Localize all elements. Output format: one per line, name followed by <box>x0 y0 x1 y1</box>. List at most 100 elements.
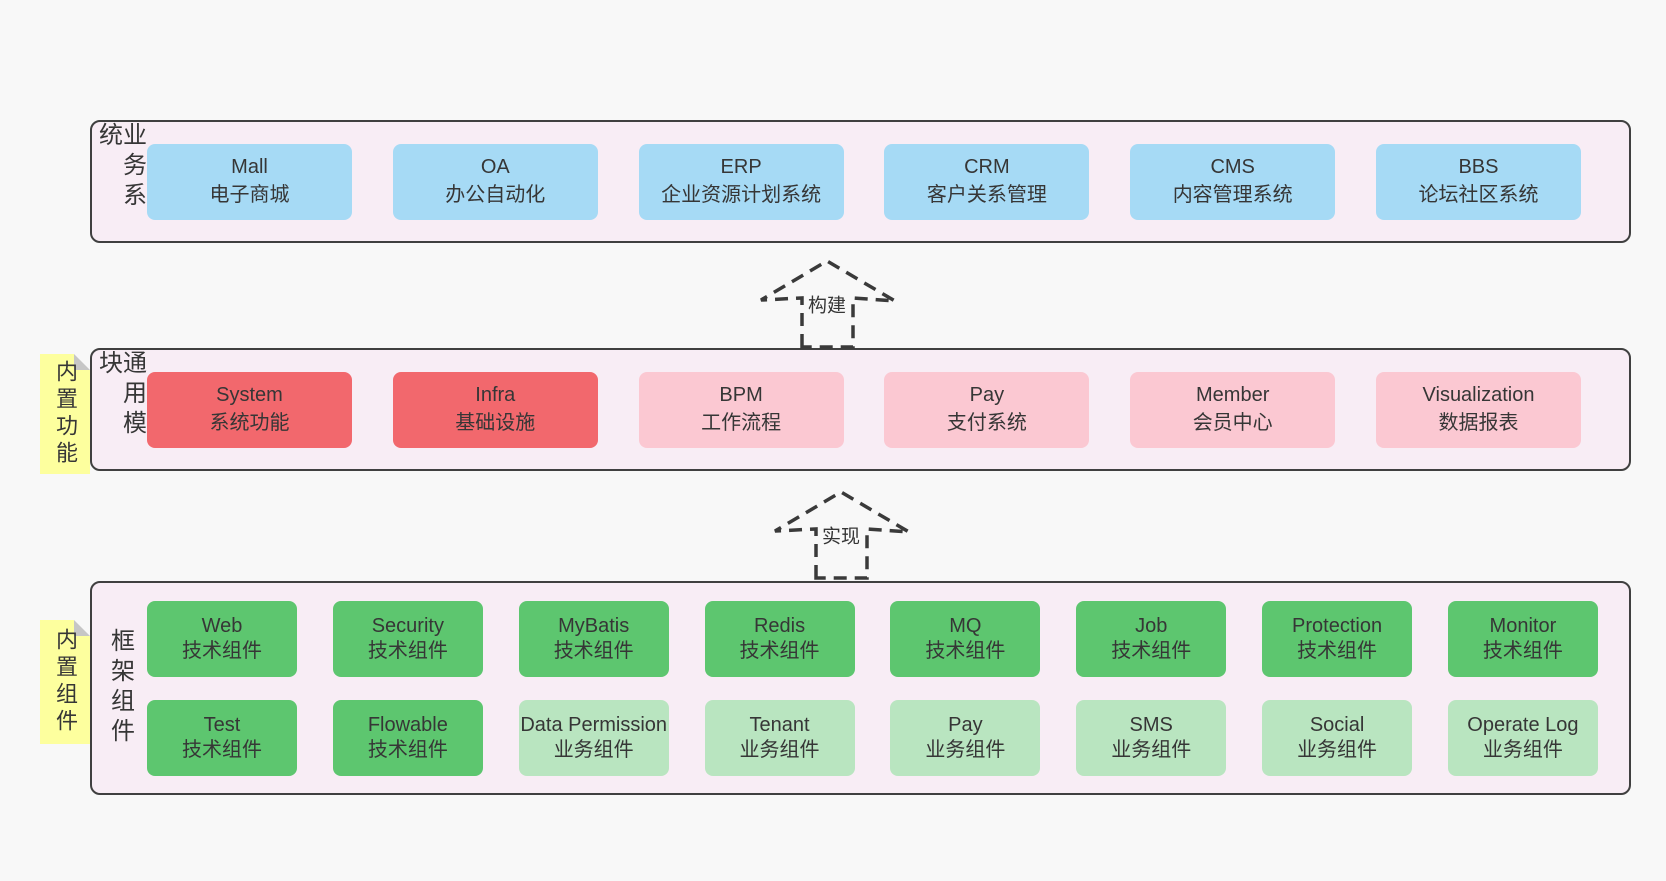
component-name-en: Visualization <box>1422 383 1535 406</box>
component-row: Mall 电子商城 OA 办公自动化 ERP 企业资源计划系统 CRM 客户关系… <box>147 143 1581 220</box>
component-box[interactable]: Operate Log 业务组件 <box>1447 699 1598 776</box>
component-name-en: Member <box>1196 383 1270 406</box>
dashed-up-arrow: 构建 <box>752 254 902 350</box>
component-box[interactable]: Flowable 技术组件 <box>332 699 483 776</box>
component-name-en: BBS <box>1458 155 1499 178</box>
component-box[interactable]: Pay 支付系统 <box>884 371 1090 448</box>
component-type-zh: 业务组件 <box>739 738 820 761</box>
panel-content: System 系统功能 Infra 基础设施 BPM 工作流程 Pay 支付系统… <box>147 350 1629 469</box>
component-name-en: Redis <box>753 614 806 637</box>
component-name-en: Test <box>203 713 241 736</box>
component-box[interactable]: Infra 基础设施 <box>392 371 598 448</box>
component-box[interactable]: Web 技术组件 <box>147 600 297 677</box>
component-row: Web 技术组件 Security 技术组件 MyBatis 技术组件 Redi… <box>147 600 1598 677</box>
panel-framework: 内置组件 框架组件 Web 技术组件 Security 技术组件 MyBatis… <box>40 581 1631 795</box>
sticky-note-label: 内置功能 <box>53 360 78 468</box>
component-type-zh: 业务组件 <box>925 738 1006 761</box>
component-box[interactable]: Job 技术组件 <box>1076 600 1227 677</box>
component-box[interactable]: CRM 客户关系管理 <box>884 143 1090 220</box>
panel-side-label: 框架组件 <box>92 583 147 793</box>
dashed-up-arrow: 实现 <box>766 485 916 581</box>
component-type-zh: 电子商城 <box>209 183 290 206</box>
component-box[interactable]: BPM 工作流程 <box>638 371 844 448</box>
component-box[interactable]: Social 业务组件 <box>1262 699 1413 776</box>
sticky-note: 内置功能 <box>40 354 90 474</box>
component-box[interactable]: Mall 电子商城 <box>147 143 352 220</box>
component-type-zh: 系统功能 <box>209 411 290 434</box>
component-box[interactable]: BBS 论坛社区系统 <box>1375 143 1581 220</box>
component-name-en: BPM <box>719 383 763 406</box>
component-name-en: MyBatis <box>558 614 630 637</box>
component-name-en: Security <box>371 614 444 637</box>
component-box[interactable]: Monitor 技术组件 <box>1447 600 1598 677</box>
component-type-zh: 技术组件 <box>1482 639 1563 662</box>
component-type-zh: 数据报表 <box>1438 411 1519 434</box>
component-type-zh: 技术组件 <box>1111 639 1192 662</box>
component-type-zh: 内容管理系统 <box>1172 183 1293 206</box>
component-name-en: Protection <box>1292 614 1383 637</box>
component-row: System 系统功能 Infra 基础设施 BPM 工作流程 Pay 支付系统… <box>147 371 1581 448</box>
component-type-zh: 业务组件 <box>1482 738 1563 761</box>
component-type-zh: 技术组件 <box>367 738 448 761</box>
component-type-zh: 会员中心 <box>1192 411 1273 434</box>
component-name-en: Web <box>201 614 243 637</box>
component-box[interactable]: OA 办公自动化 <box>392 143 598 220</box>
component-type-zh: 技术组件 <box>1297 639 1378 662</box>
component-name-en: Infra <box>475 383 516 406</box>
component-box[interactable]: Pay 业务组件 <box>890 699 1041 776</box>
component-type-zh: 客户关系管理 <box>926 183 1047 206</box>
component-name-en: Mall <box>231 155 268 178</box>
panel-side-label: 通用模块 <box>92 350 147 469</box>
component-box[interactable]: CMS 内容管理系统 <box>1130 143 1336 220</box>
component-name-en: CMS <box>1210 155 1255 178</box>
component-box[interactable]: SMS 业务组件 <box>1076 699 1227 776</box>
component-box[interactable]: ERP 企业资源计划系统 <box>638 143 844 220</box>
panel-side-label-text: 业务系统 <box>94 122 146 212</box>
panel-business: 业务系统 Mall 电子商城 OA 办公自动化 ERP 企业资源计划系统 CRM… <box>90 120 1631 243</box>
component-type-zh: 企业资源计划系统 <box>661 183 822 206</box>
component-type-zh: 技术组件 <box>367 639 448 662</box>
component-name-en: Social <box>1309 713 1365 736</box>
component-box[interactable]: Visualization 数据报表 <box>1375 371 1581 448</box>
component-name-en: OA <box>480 155 510 178</box>
component-name-en: Pay <box>948 713 983 736</box>
panel-content: Mall 电子商城 OA 办公自动化 ERP 企业资源计划系统 CRM 客户关系… <box>147 122 1629 241</box>
component-box[interactable]: Protection 技术组件 <box>1262 600 1413 677</box>
component-row: Test 技术组件 Flowable 技术组件 Data Permission … <box>147 699 1598 776</box>
component-box[interactable]: Tenant 业务组件 <box>704 699 855 776</box>
component-box[interactable]: Security 技术组件 <box>332 600 483 677</box>
component-name-en: System <box>216 383 283 406</box>
sticky-note: 内置组件 <box>40 620 90 744</box>
component-name-en: MQ <box>949 614 982 637</box>
panel-content: Web 技术组件 Security 技术组件 MyBatis 技术组件 Redi… <box>147 583 1629 793</box>
component-type-zh: 基础设施 <box>455 411 536 434</box>
component-box[interactable]: MyBatis 技术组件 <box>518 600 669 677</box>
component-box[interactable]: Data Permission 业务组件 <box>518 699 669 776</box>
panel-modules: 内置功能 通用模块 System 系统功能 Infra 基础设施 BPM 工作流… <box>40 348 1631 474</box>
component-type-zh: 论坛社区系统 <box>1418 183 1539 206</box>
component-type-zh: 技术组件 <box>553 639 634 662</box>
sticky-note-body: 内置组件 <box>40 620 90 744</box>
component-box[interactable]: Test 技术组件 <box>147 699 297 776</box>
sticky-note-body: 内置功能 <box>40 354 90 474</box>
panel-side-label: 业务系统 <box>92 122 147 241</box>
arrow-label: 实现 <box>818 519 864 551</box>
component-type-zh: 业务组件 <box>1111 738 1192 761</box>
component-type-zh: 业务组件 <box>553 738 634 761</box>
component-name-en: Data Permission <box>520 713 668 736</box>
panel-side-label-text: 框架组件 <box>106 628 134 748</box>
component-type-zh: 办公自动化 <box>445 183 546 206</box>
component-name-en: Monitor <box>1489 614 1557 637</box>
component-name-en: Pay <box>969 383 1005 406</box>
component-type-zh: 技术组件 <box>182 639 262 662</box>
component-box[interactable]: System 系统功能 <box>147 371 352 448</box>
component-name-en: Flowable <box>367 713 448 736</box>
component-type-zh: 业务组件 <box>1297 738 1378 761</box>
component-box[interactable]: Redis 技术组件 <box>704 600 855 677</box>
component-name-en: Tenant <box>749 713 810 736</box>
component-type-zh: 技术组件 <box>925 639 1006 662</box>
component-box[interactable]: MQ 技术组件 <box>890 600 1041 677</box>
component-name-en: Job <box>1135 614 1168 637</box>
component-box[interactable]: Member 会员中心 <box>1130 371 1336 448</box>
